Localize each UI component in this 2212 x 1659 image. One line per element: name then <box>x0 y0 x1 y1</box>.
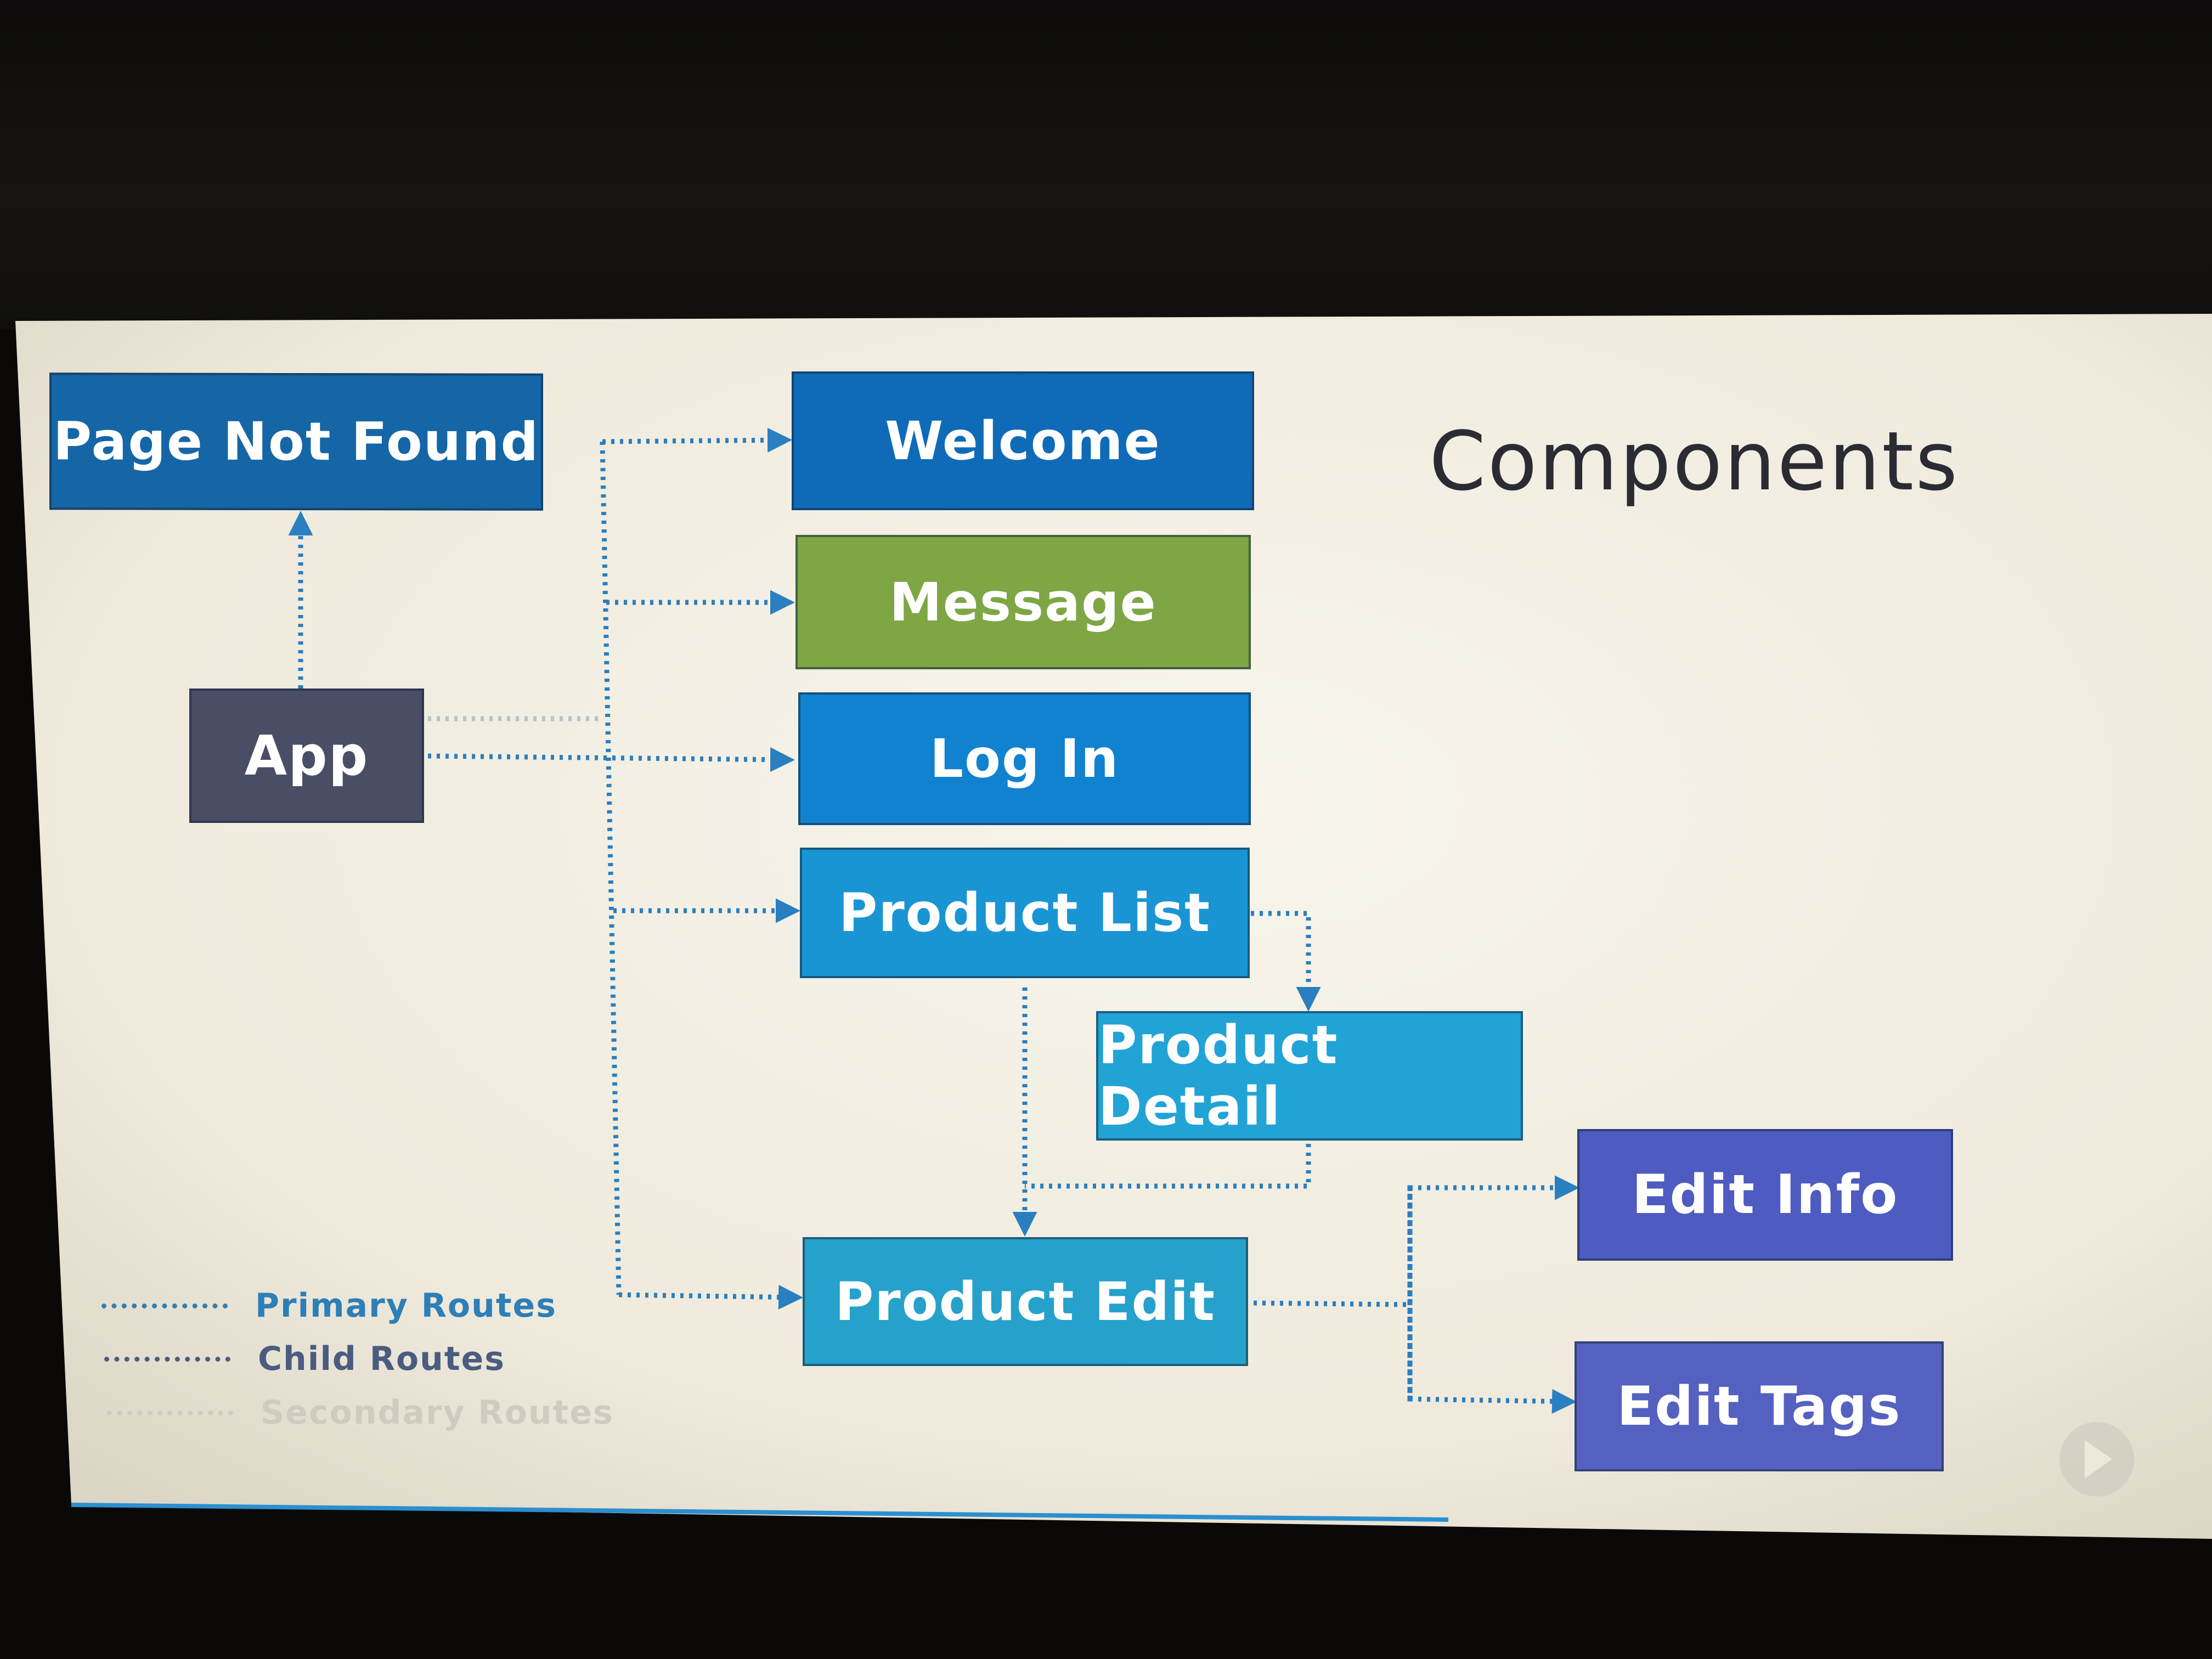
product-detail-label: Product Detail <box>1098 1014 1339 1137</box>
product-edit-box: Product Edit <box>803 1237 1248 1366</box>
connector-productdetail <box>1251 911 1321 1012</box>
progress-bar <box>71 1503 1449 1522</box>
legend-secondary: Secondary Routes <box>107 1393 614 1432</box>
page-not-found-box: Page Not Found <box>49 373 543 511</box>
legend-child: Child Routes <box>104 1340 505 1378</box>
legend-primary: Primary Routes <box>101 1286 557 1325</box>
log-in-label: Log In <box>929 728 1120 789</box>
log-in-box: Log In <box>798 692 1251 825</box>
product-list-label: Product List <box>838 882 1211 944</box>
product-edit-label: Product Edit <box>834 1271 1216 1333</box>
legend-child-label: Child Routes <box>258 1340 505 1378</box>
route-connectors <box>288 427 1579 1414</box>
connector-edittags <box>1407 1188 1577 1414</box>
welcome-box: Welcome <box>792 371 1254 510</box>
legend-primary-line <box>101 1303 228 1308</box>
message-label: Message <box>889 571 1157 633</box>
connector-detail-edit <box>1025 1144 1311 1189</box>
legend-secondary-label: Secondary Routes <box>261 1393 614 1432</box>
legend-child-line <box>104 1356 230 1362</box>
monitor-bezel <box>0 0 2212 329</box>
welcome-label: Welcome <box>885 410 1161 472</box>
app-box: App <box>189 689 424 823</box>
page-not-found-label: Page Not Found <box>53 410 540 473</box>
edit-tags-label: Edit Tags <box>1617 1375 1901 1438</box>
message-box: Message <box>795 535 1251 669</box>
app-label: App <box>244 724 369 788</box>
connector-trunk <box>600 441 622 1295</box>
edit-info-box: Edit Info <box>1577 1129 1953 1261</box>
edit-tags-box: Edit Tags <box>1575 1341 1944 1471</box>
legend-secondary-line <box>107 1410 233 1415</box>
connector-productedit <box>618 1284 803 1310</box>
slide-title: Components <box>1429 414 1960 509</box>
product-detail-box: Product Detail <box>1096 1011 1523 1141</box>
legend-primary-label: Primary Routes <box>255 1286 557 1325</box>
edit-info-label: Edit Info <box>1632 1164 1899 1226</box>
product-list-box: Product List <box>800 848 1250 978</box>
